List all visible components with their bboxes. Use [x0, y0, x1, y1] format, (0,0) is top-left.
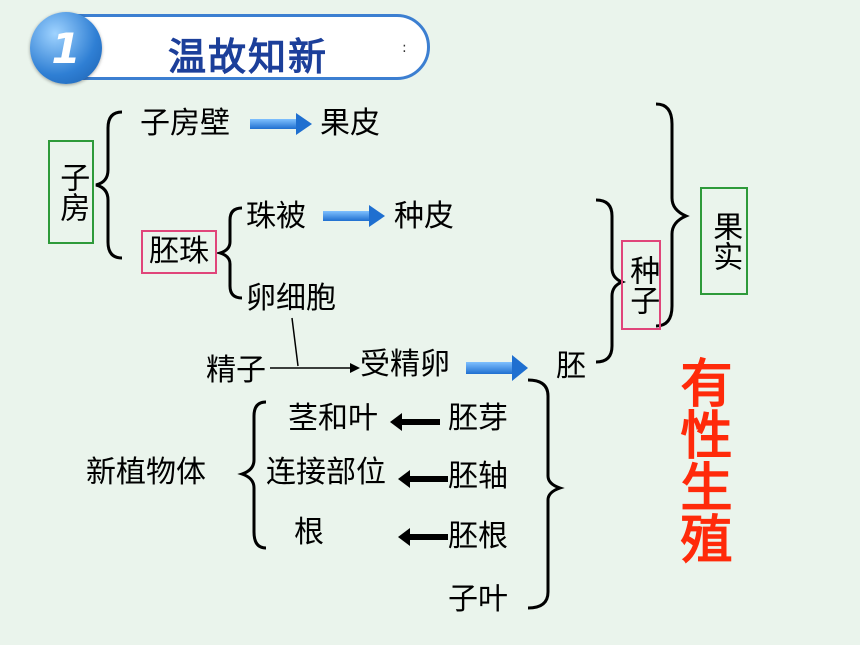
- node-luanxibao: 卵细胞: [246, 281, 336, 316]
- node-zhongpi: 种皮: [394, 199, 454, 234]
- arrow-zifangbi-guopi: [250, 113, 312, 135]
- arrow-shoujingluan-pei: [466, 355, 528, 381]
- page-title: 温故知新: [168, 35, 329, 79]
- node-pei: 胚: [556, 349, 586, 384]
- brace-zifang: [95, 110, 123, 260]
- header-mark: :: [402, 40, 407, 56]
- label-youxingshengzhi: 有性生殖: [671, 356, 731, 564]
- brace-peizhu: [214, 206, 243, 300]
- node-jingheye: 茎和叶: [288, 401, 378, 436]
- node-zhubei: 珠被: [246, 199, 306, 234]
- node-lianjiebuwei: 连接部位: [266, 455, 386, 490]
- node-peigen: 胚根: [448, 519, 508, 554]
- node-xinzhiwuti: 新植物体: [86, 455, 206, 490]
- line-luanxibao: [291, 317, 299, 367]
- arrow-zhubei-zhongpi: [323, 205, 385, 227]
- brace-pei: [527, 378, 565, 610]
- node-jingzi: 精子: [206, 353, 266, 388]
- section-number-badge: 1: [30, 12, 102, 84]
- node-peizhu: 胚珠: [141, 230, 217, 274]
- node-peiya: 胚芽: [448, 401, 508, 436]
- arrow-peiya-jingheye: [390, 413, 440, 431]
- brace-zhongzi: [595, 198, 627, 364]
- node-gen: 根: [294, 515, 324, 550]
- node-zifang: 子房: [48, 140, 94, 244]
- brace-xinzhiwuti: [237, 400, 267, 550]
- node-zhongzi: 种子: [621, 240, 661, 330]
- arrowhead-shoujingluan: [350, 363, 360, 373]
- brace-guoshi: [655, 102, 690, 328]
- node-guoshi: 果实: [700, 187, 748, 295]
- node-guopi: 果皮: [320, 106, 380, 141]
- arrow-peizhou-lianjiebuwei: [398, 470, 448, 488]
- node-ziye: 子叶: [448, 582, 508, 617]
- arrow-peigen-gen: [398, 528, 448, 546]
- node-peizhou: 胚轴: [448, 459, 508, 494]
- node-zifangbi: 子房壁: [140, 106, 230, 141]
- node-shoujingluan: 受精卵: [360, 347, 450, 382]
